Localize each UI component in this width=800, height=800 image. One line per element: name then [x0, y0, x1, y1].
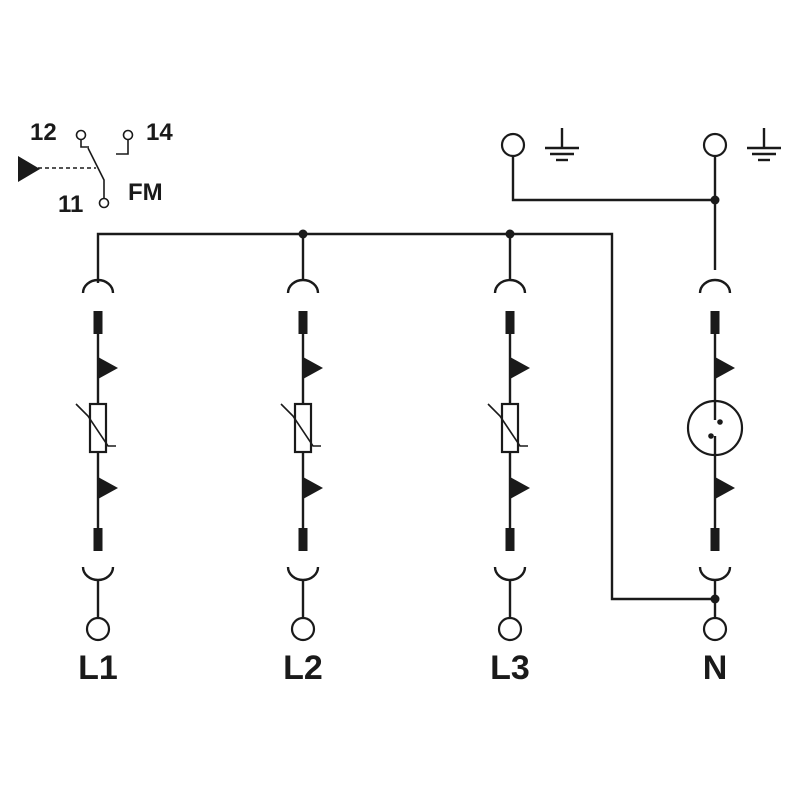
diode-triangle-icon: [98, 357, 118, 379]
terminal: [702, 132, 728, 158]
varistor-icon: [88, 402, 108, 454]
varistor-characteristic: [280, 403, 321, 447]
gdt-dot: [717, 419, 723, 425]
pin-label-14: 14: [146, 119, 173, 146]
plug-pin-top: [505, 311, 515, 334]
terminal: [290, 616, 316, 642]
actuator-arrow-icon: [18, 156, 40, 182]
plug-pin-bottom: [298, 528, 308, 551]
ground-terminal-2: [702, 128, 781, 162]
pin-label-11: 11: [58, 191, 83, 218]
branch-l1: L1: [75, 278, 118, 687]
plug-socket-bottom-icon: [698, 566, 732, 582]
junction-dot: [710, 195, 720, 205]
varistor-characteristic: [75, 403, 116, 447]
phase-label-l3: L3: [490, 649, 530, 687]
diode-triangle-icon: [303, 357, 323, 379]
diode-triangle-icon: [98, 477, 118, 499]
terminal-wire: [511, 156, 715, 202]
common-bus: [96, 232, 715, 601]
ground-icon: [747, 128, 781, 162]
contact-terminal-11: [98, 197, 110, 209]
gdt-dot: [708, 433, 714, 439]
diode-triangle-icon: [510, 477, 530, 499]
ground-terminal-1: [500, 128, 715, 202]
branch-l3: L3: [487, 234, 530, 687]
plug-pin-top: [93, 311, 103, 334]
plug-socket-top-icon: [286, 278, 320, 294]
plug-pin-top: [710, 311, 720, 334]
diode-triangle-icon: [715, 357, 735, 379]
plug-socket-bottom-icon: [286, 566, 320, 582]
contact-wire-14: [116, 140, 129, 155]
plug-pin-bottom: [710, 528, 720, 551]
plug-socket-top-icon: [698, 278, 732, 294]
plug-socket-bottom-icon: [81, 566, 115, 582]
terminal: [497, 616, 523, 642]
terminal: [500, 132, 526, 158]
varistor-icon: [293, 402, 313, 454]
plug-pin-bottom: [93, 528, 103, 551]
phase-label-l1: L1: [78, 649, 118, 687]
contact-terminal-14: [122, 129, 134, 141]
contact-blade: [87, 147, 105, 198]
fm-remote-contact: 12 14 11 FM: [18, 119, 173, 218]
plug-socket-top-icon: [493, 278, 527, 294]
branch-l2: L2: [280, 234, 323, 687]
plug-socket-bottom-icon: [493, 566, 527, 582]
plug-pin-top: [298, 311, 308, 334]
branch-n: N: [686, 278, 744, 687]
diode-triangle-icon: [715, 477, 735, 499]
terminal: [85, 616, 111, 642]
contact-wire-12: [80, 140, 89, 148]
terminal: [702, 616, 728, 642]
diode-triangle-icon: [303, 477, 323, 499]
plug-pin-bottom: [505, 528, 515, 551]
varistor-characteristic: [487, 403, 528, 447]
fm-label: FM: [128, 179, 163, 206]
contact-terminal-12: [75, 129, 87, 141]
phase-label-l2: L2: [283, 649, 323, 687]
pin-label-12: 12: [30, 119, 57, 146]
diode-triangle-icon: [510, 357, 530, 379]
plug-socket-top-icon: [81, 278, 115, 294]
varistor-icon: [500, 402, 520, 454]
ground-icon: [545, 128, 579, 162]
phase-label-n: N: [703, 649, 728, 687]
